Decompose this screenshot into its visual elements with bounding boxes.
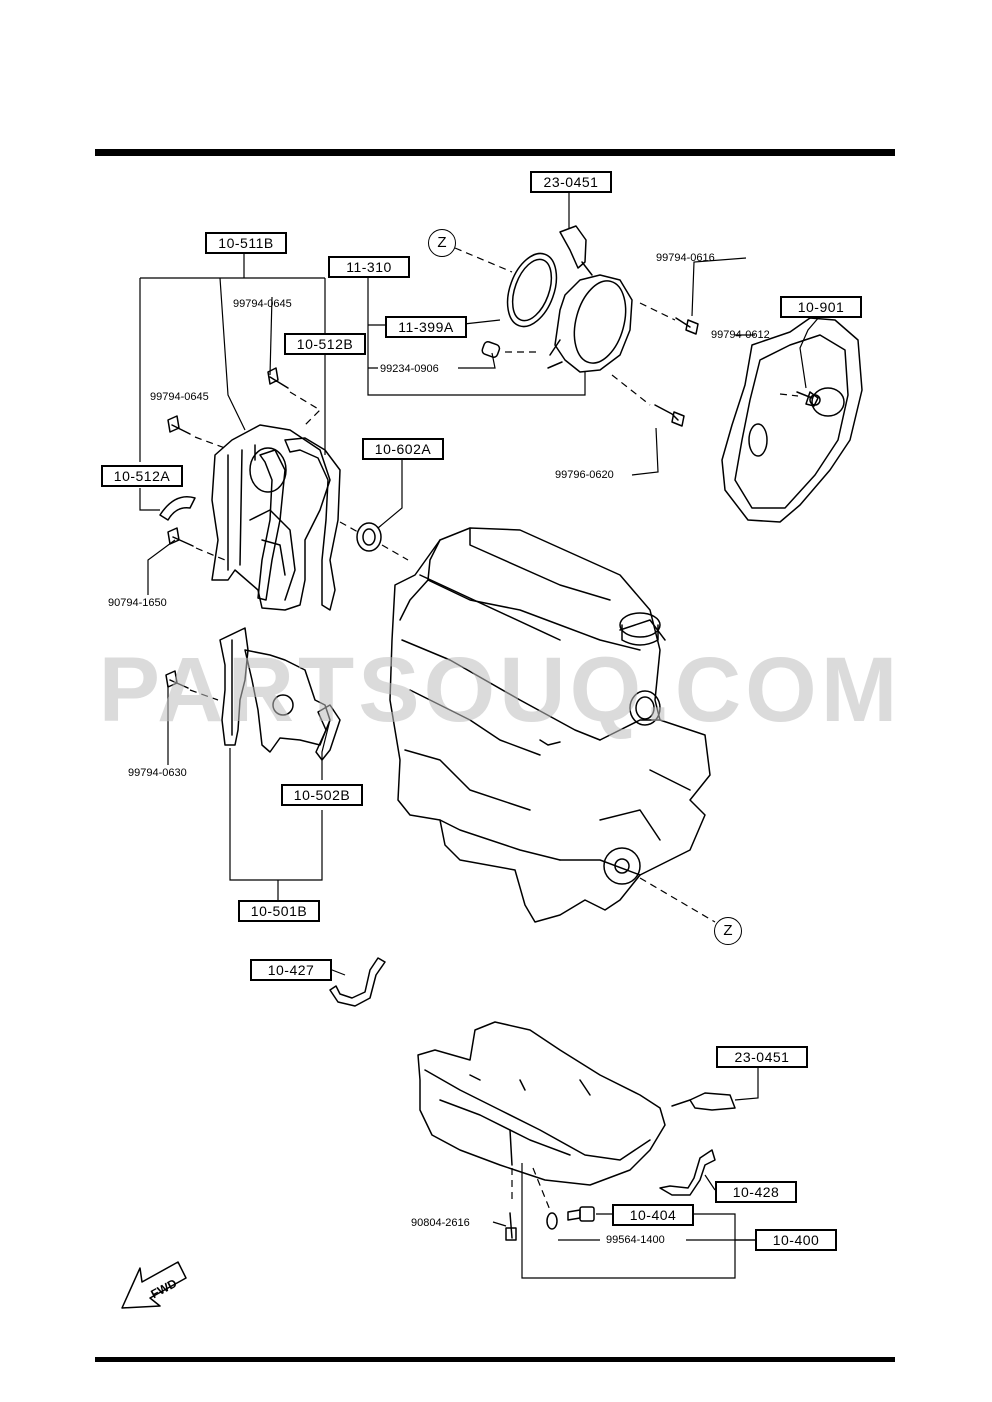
ref-10-602a[interactable]: 10-602A	[362, 438, 444, 460]
pn-99794-0612[interactable]: 99794-0612	[711, 329, 770, 341]
bolts-drawing	[165, 317, 819, 1241]
sensor-pan-drawing	[671, 1092, 736, 1111]
bracket-427-drawing	[329, 957, 386, 1007]
pn-99794-0645-b[interactable]: 99794-0645	[150, 391, 209, 403]
ref-marker-z-top: Z	[428, 229, 456, 257]
ref-23-0451-top[interactable]: 23-0451	[530, 171, 612, 193]
ref-10-901[interactable]: 10-901	[780, 296, 862, 318]
sensor-top-drawing	[559, 225, 593, 276]
end-plate-drawing	[721, 317, 863, 523]
drain-plug-drawing	[546, 1206, 595, 1230]
ref-10-428[interactable]: 10-428	[715, 1181, 797, 1203]
gasket-512a-drawing	[159, 496, 196, 521]
watermark: PARTSOUQ.COM	[98, 639, 902, 741]
ref-10-501b[interactable]: 10-501B	[238, 900, 320, 922]
timing-cover-upper-drawing	[211, 424, 331, 611]
ref-10-512b[interactable]: 10-512B	[284, 333, 366, 355]
ref-10-427[interactable]: 10-427	[250, 959, 332, 981]
rear-seal-drawing	[481, 252, 633, 373]
pn-99796-0620[interactable]: 99796-0620	[555, 469, 614, 481]
front-seal-drawing	[356, 522, 382, 552]
pn-99234-0906[interactable]: 99234-0906	[380, 363, 439, 375]
pn-99794-0645-a[interactable]: 99794-0645	[233, 298, 292, 310]
ref-marker-z-bottom: Z	[714, 917, 742, 945]
pn-90794-1650[interactable]: 90794-1650	[108, 597, 167, 609]
engine-block-drawing	[389, 527, 711, 923]
pn-99794-0630[interactable]: 99794-0630	[128, 767, 187, 779]
ref-23-0451-pan[interactable]: 23-0451	[716, 1046, 808, 1068]
ref-10-400[interactable]: 10-400	[755, 1229, 837, 1251]
pn-90804-2616[interactable]: 90804-2616	[411, 1217, 470, 1229]
gasket-upper-drawing	[257, 437, 341, 611]
alignment-lines	[189, 247, 799, 1211]
ref-10-512a[interactable]: 10-512A	[101, 465, 183, 487]
timing-cover-lower-drawing	[219, 627, 341, 761]
pn-99564-1400[interactable]: 99564-1400	[606, 1234, 665, 1246]
fwd-arrow: FWD	[121, 1261, 187, 1309]
bracket-428-drawing	[659, 1149, 716, 1196]
bottom-rule	[95, 1357, 895, 1362]
oil-pan-drawing	[417, 1021, 666, 1186]
top-rule	[95, 149, 895, 156]
pn-99794-0616[interactable]: 99794-0616	[656, 252, 715, 264]
ref-11-399a[interactable]: 11-399A	[385, 316, 467, 338]
ref-11-310[interactable]: 11-310	[328, 256, 410, 278]
ref-10-511b[interactable]: 10-511B	[205, 232, 287, 254]
ref-10-502b[interactable]: 10-502B	[281, 784, 363, 806]
ref-10-404[interactable]: 10-404	[612, 1204, 694, 1226]
